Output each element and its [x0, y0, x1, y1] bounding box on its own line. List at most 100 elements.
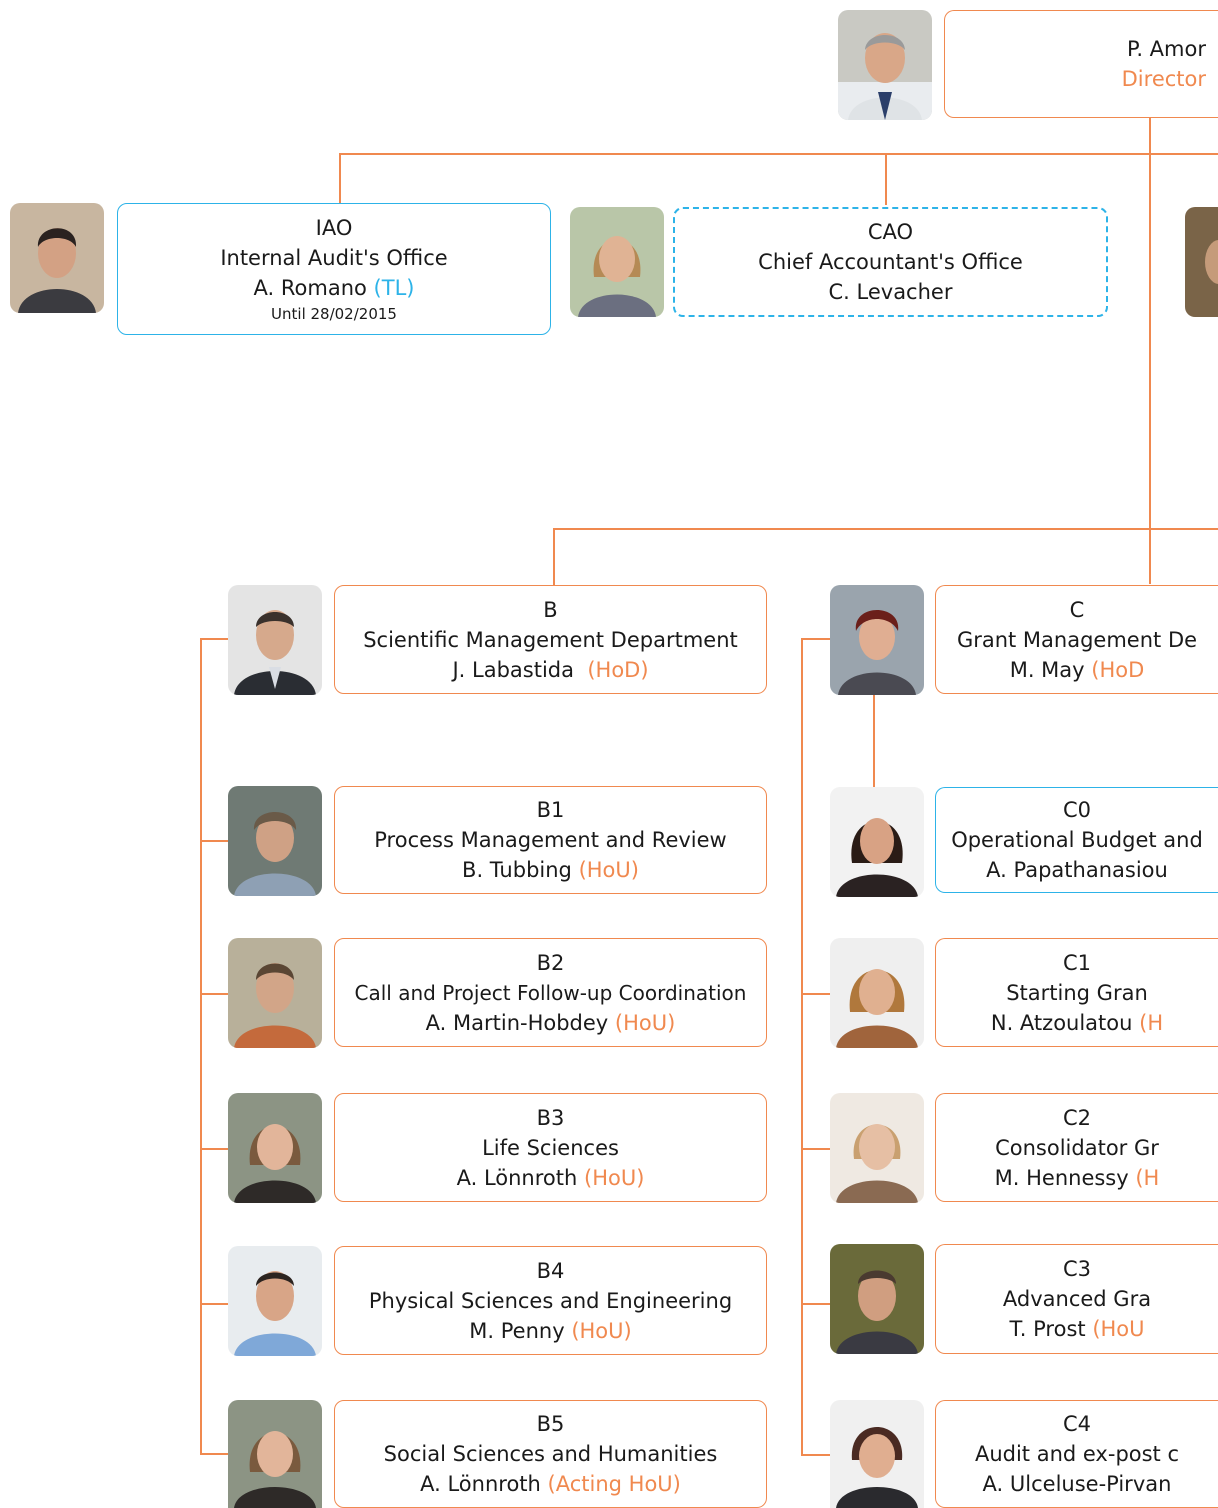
c0-name: Operational Budget and — [951, 828, 1203, 852]
b1-role: (HoU) — [578, 858, 639, 882]
iao-name: Internal Audit's Office — [220, 246, 448, 270]
b2-person: A. Martin-Hobdey — [425, 1010, 609, 1035]
connector-b-spine — [200, 638, 202, 1454]
b1-box[interactable]: B1 Process Management and Review B. Tubb… — [334, 786, 767, 894]
b4-code: B4 — [536, 1258, 565, 1283]
c2-person: M. Hennessy — [994, 1165, 1129, 1190]
connector-dept-b — [553, 528, 555, 585]
connector-b-head — [200, 638, 228, 640]
c3-photo — [830, 1244, 924, 1354]
b2-name: Call and Project Follow-up Coordination — [354, 980, 747, 1005]
c2-photo — [830, 1093, 924, 1203]
cao-box[interactable]: CAO Chief Accountant's Office C. Levache… — [673, 207, 1108, 317]
connector-director-down — [1149, 118, 1151, 584]
dept-c-person: M. May — [1009, 657, 1085, 682]
b1-name: Process Management and Review — [374, 828, 727, 852]
connector-c-head — [801, 638, 830, 640]
dept-b-name: Scientific Management Department — [363, 627, 738, 652]
connector-b2 — [200, 993, 228, 995]
c1-person: N. Atzoulatou — [990, 1010, 1133, 1035]
connector-c-spine — [801, 638, 803, 1456]
dept-c-role: (HoD — [1091, 657, 1145, 682]
dept-c-code: C — [1069, 597, 1085, 622]
c0-photo — [830, 787, 924, 897]
cao-code: CAO — [867, 220, 914, 244]
director-photo — [838, 10, 932, 120]
connector-c0 — [873, 692, 875, 787]
c2-code: C2 — [1062, 1105, 1092, 1130]
dept-b-photo — [228, 585, 322, 695]
b3-role: (HoU) — [584, 1165, 645, 1190]
b5-code: B5 — [536, 1412, 565, 1436]
b4-role: (HoU) — [571, 1318, 632, 1343]
b2-code: B2 — [536, 950, 565, 975]
b5-box[interactable]: B5 Social Sciences and Humanities A. Lön… — [334, 1400, 767, 1508]
c4-name: Audit and ex-post c — [974, 1442, 1180, 1466]
b2-photo — [228, 938, 322, 1048]
c0-box[interactable]: C0 Operational Budget and A. Papathanasi… — [935, 787, 1218, 893]
iao-role: (TL) — [373, 276, 415, 300]
connector-b4 — [200, 1303, 228, 1305]
c1-box[interactable]: C1 Starting Gran N. Atzoulatou (H — [935, 938, 1218, 1047]
c1-code: C1 — [1062, 950, 1092, 975]
b5-person: A. Lönnroth — [420, 1472, 541, 1496]
c0-code: C0 — [1062, 798, 1092, 822]
b4-photo — [228, 1246, 322, 1356]
c4-box[interactable]: C4 Audit and ex-post c A. Ulceluse-Pirva… — [935, 1400, 1218, 1508]
b3-box[interactable]: B3 Life Sciences A. Lönnroth (HoU) — [334, 1093, 767, 1202]
connector-iao — [339, 153, 341, 203]
cao-person: C. Levacher — [828, 280, 953, 304]
b4-person: M. Penny — [469, 1318, 565, 1343]
iao-person: A. Romano — [253, 276, 367, 300]
dept-b-code: B — [543, 597, 558, 622]
b3-person: A. Lönnroth — [456, 1165, 578, 1190]
cao-name: Chief Accountant's Office — [758, 250, 1023, 274]
c4-photo — [830, 1400, 924, 1508]
c3-role: (HoU — [1092, 1317, 1145, 1341]
director-name: P. Amor — [1126, 37, 1206, 61]
b5-photo — [228, 1400, 322, 1508]
cao-photo — [570, 207, 664, 317]
c3-box[interactable]: C3 Advanced Gra T. Prost (HoU — [935, 1244, 1218, 1354]
b4-name: Physical Sciences and Engineering — [368, 1288, 733, 1313]
b2-role: (HoU) — [614, 1010, 676, 1035]
connector-b1 — [200, 840, 228, 842]
c4-person: A. Ulceluse-Pirvan — [982, 1472, 1172, 1496]
director-title: Director — [1121, 67, 1206, 91]
iao-code: IAO — [315, 216, 353, 240]
connector-c2 — [801, 1148, 830, 1150]
dept-b-box[interactable]: B Scientific Management Department J. La… — [334, 585, 767, 694]
connector-b3 — [200, 1148, 228, 1150]
c4-code: C4 — [1062, 1412, 1092, 1436]
c1-name: Starting Gran — [1006, 980, 1148, 1005]
connector-staff-horizontal — [339, 153, 1218, 155]
c3-name: Advanced Gra — [1002, 1287, 1152, 1311]
iao-box[interactable]: IAO Internal Audit's Office A. Romano (T… — [117, 203, 551, 335]
c2-box[interactable]: C2 Consolidator Gr M. Hennessy (H — [935, 1093, 1218, 1202]
director-box[interactable]: P. Amor Director — [944, 10, 1218, 118]
c2-name: Consolidator Gr — [995, 1135, 1159, 1160]
dept-c-box[interactable]: C Grant Management De M. May (HoD — [935, 585, 1218, 694]
c0-person: A. Papathanasiou — [986, 858, 1168, 882]
c3-person: T. Prost — [1009, 1317, 1086, 1341]
b3-photo — [228, 1093, 322, 1203]
b1-person: B. Tubbing — [462, 858, 572, 882]
b2-box[interactable]: B2 Call and Project Follow-up Coordinati… — [334, 938, 767, 1047]
iao-photo — [10, 203, 104, 313]
b1-photo — [228, 786, 322, 896]
dept-b-person: J. Labastida — [452, 657, 574, 682]
connector-depts-horizontal — [553, 528, 1218, 530]
dept-c-photo — [830, 585, 924, 695]
b5-role: (Acting HoU) — [547, 1472, 681, 1496]
iao-note: Until 28/02/2015 — [271, 305, 397, 323]
b3-code: B3 — [536, 1105, 565, 1130]
b5-name: Social Sciences and Humanities — [383, 1442, 718, 1466]
connector-c4 — [801, 1454, 830, 1456]
b4-box[interactable]: B4 Physical Sciences and Engineering M. … — [334, 1246, 767, 1355]
connector-c1 — [801, 993, 830, 995]
connector-c3 — [801, 1303, 830, 1305]
connector-cao — [885, 153, 887, 205]
b3-name: Life Sciences — [482, 1135, 619, 1160]
connector-b5 — [200, 1453, 228, 1455]
c2-role: (H — [1135, 1165, 1160, 1190]
